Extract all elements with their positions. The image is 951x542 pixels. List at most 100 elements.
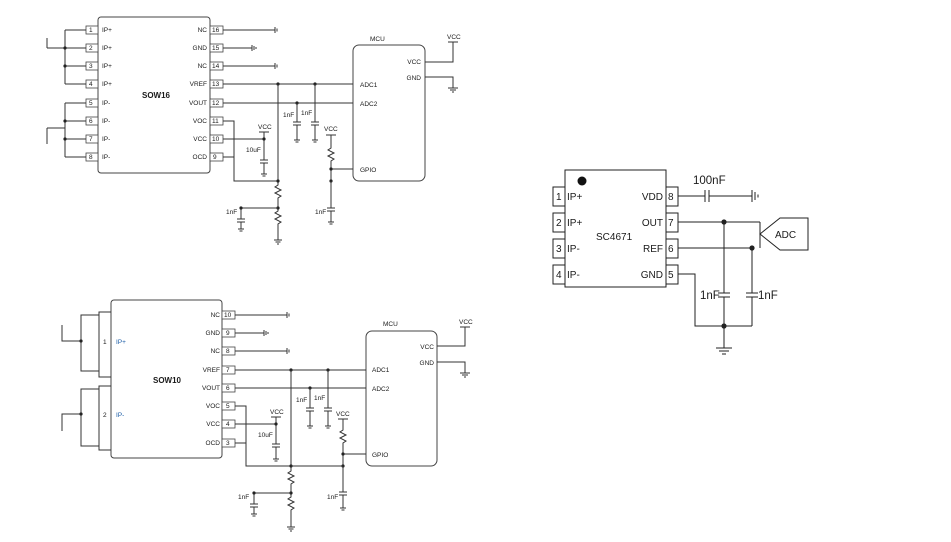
adc-symbol — [759, 217, 809, 251]
sow10-mcu-gnd: GND — [420, 360, 435, 367]
sc4671-out-cap — [718, 222, 730, 326]
sow10-mcu-vcc-wire — [437, 326, 470, 347]
sc4671-pin-label: VDD — [642, 192, 663, 203]
sow16-voc-divider — [273, 84, 283, 245]
sow10-pin-label: VOC — [206, 403, 220, 410]
sow16-pin-num: 13 — [212, 81, 220, 88]
sow16-mcu-gpio: GPIO — [360, 167, 376, 174]
sow16-nc16-stub — [223, 27, 278, 33]
sow16-right-pins: 16 15 14 13 12 11 10 9 NC GND NC VREF VO… — [189, 25, 224, 162]
sow16-cap-label: 1nF — [315, 209, 326, 216]
sow10-gpio-cap — [291, 465, 347, 511]
sow10-gpio-pullup — [338, 418, 366, 466]
sow10-pin-label: OCD — [206, 440, 221, 447]
sc4671-ic-name: SC4671 — [596, 232, 633, 243]
sow16-cap-label: 1nF — [283, 112, 294, 119]
sow10-mcu-gpio: GPIO — [372, 452, 388, 459]
sow16-mcu-vcc: VCC — [407, 59, 421, 66]
sow10-pin-label: VREF — [203, 367, 220, 374]
sow10-pin-num: 4 — [226, 421, 230, 428]
sow10-pin-label: VCC — [206, 421, 220, 428]
sow16-ip-plus-bus — [46, 29, 86, 85]
sc4671-pin-num: 8 — [668, 192, 674, 203]
sow16-ip-minus-bus — [46, 102, 86, 158]
sow16-pin-label: VOUT — [189, 100, 207, 107]
sc4671-ground-symbol — [678, 273, 752, 355]
sow16-mcu-vcc-wire — [425, 41, 458, 63]
sc4671-pin-label: IP+ — [567, 218, 582, 229]
sc4671-pin-label: IP- — [567, 244, 580, 255]
sow10-pin-label: NC — [211, 312, 221, 319]
sow10-ic-name: SOW10 — [153, 376, 182, 385]
sow10-cap-label: 1nF — [296, 397, 307, 404]
sc4671-pin-label: GND — [641, 270, 663, 281]
sow16-mcu-gnd: GND — [407, 75, 422, 82]
sow16-vcc-label: VCC — [258, 124, 272, 131]
sow16-pin-num: 6 — [89, 118, 93, 125]
sow10-mcu-adc2: ADC2 — [372, 386, 390, 393]
sow10-mcu-title: MCU — [383, 321, 398, 328]
sow10-mcu-adc1: ADC1 — [372, 367, 390, 374]
sc4671-pin-num: 5 — [668, 270, 674, 281]
sow16-pin-num: 14 — [212, 63, 220, 70]
sow10-voc-divider — [286, 370, 296, 532]
sow10-pin-label: GND — [206, 330, 221, 337]
sc4671-left-pins: 1 2 3 4 IP+ IP+ IP- IP- — [552, 186, 582, 285]
sow16-mcu-vcc-label: VCC — [447, 34, 461, 41]
sow10-gnd9-symbol — [235, 330, 269, 336]
sow10-ip-minus-frame — [80, 388, 99, 447]
sow16-voc-wire — [223, 120, 278, 182]
sow10-nc8-stub — [235, 348, 290, 354]
sow16-nc14-stub — [223, 63, 278, 69]
sow16-vcc-pin-cap — [223, 131, 269, 177]
sow10-ip-plus-lead — [98, 311, 111, 378]
sow10-mcu-body — [365, 330, 438, 467]
sow16-pin-label: IP- — [102, 118, 110, 125]
sow16-pin-num: 5 — [89, 100, 93, 107]
sow10-mcu-vcc: VCC — [420, 344, 434, 351]
sow16-mcu-body — [352, 44, 426, 182]
sow16-pin-num: 3 — [89, 63, 93, 70]
sow10-vout-cap — [306, 388, 314, 429]
sow10-vcc-label: VCC — [270, 409, 284, 416]
sow10-pin-label: IP- — [116, 412, 124, 419]
sow16-pin-label: VREF — [190, 81, 207, 88]
sow10-pin-label: IP+ — [116, 339, 126, 346]
sow16-pin-label: VOC — [193, 118, 207, 125]
sc4671-ref-cap — [746, 248, 758, 326]
sow16-pin-num: 16 — [212, 27, 220, 34]
sow16-gpio-pullup — [326, 134, 353, 181]
sow10-cap-label: 10uF — [258, 432, 273, 439]
sc4671-pin-label: IP+ — [567, 192, 582, 203]
sow10-ip-plus-wire — [61, 325, 81, 342]
sow10-vcc-pin-cap — [235, 416, 281, 462]
sow16-pin-label: IP- — [102, 100, 110, 107]
sow10-pin-num: 1 — [103, 339, 107, 346]
sow16-pin-label: GND — [193, 45, 208, 52]
sow10-mcu-vcc-label: VCC — [459, 319, 473, 326]
sow10-nc10-stub — [235, 312, 290, 318]
sow16-pin-num: 9 — [213, 154, 217, 161]
sow16-vref-cap — [311, 84, 319, 143]
sow16-mcu-title: MCU — [370, 36, 385, 43]
sow10-vcc-label: VCC — [336, 411, 350, 418]
sc4671-pin-label: OUT — [642, 218, 663, 229]
sc4671-circuit: SC4671 1 2 3 4 IP+ IP+ IP- IP- 8 7 6 5 V… — [552, 169, 809, 355]
sow10-pin-num: 5 — [226, 403, 230, 410]
sc4671-pin-label: REF — [643, 244, 663, 255]
sc4671-cap-vdd-label: 100nF — [693, 175, 726, 187]
sow16-ic-body — [97, 16, 211, 174]
sow10-cap-label: 1nF — [314, 395, 325, 402]
sow10-mcu-gnd-symbol — [437, 361, 470, 378]
sow10-pin-label: NC — [211, 348, 221, 355]
sc4671-pin-num: 3 — [556, 244, 562, 255]
sow16-pin-label: IP+ — [102, 27, 112, 34]
sow16-gnd15-symbol — [223, 45, 257, 51]
sc4671-pin-num: 6 — [668, 244, 674, 255]
sow10-ic-body — [110, 299, 223, 459]
sow16-pin-label: VCC — [193, 136, 207, 143]
sow16-cap-label: 1nF — [226, 209, 237, 216]
sc4671-pin-num: 4 — [556, 270, 562, 281]
sc4671-pin-num: 7 — [668, 218, 674, 229]
sow16-ic-name: SOW16 — [142, 91, 171, 100]
